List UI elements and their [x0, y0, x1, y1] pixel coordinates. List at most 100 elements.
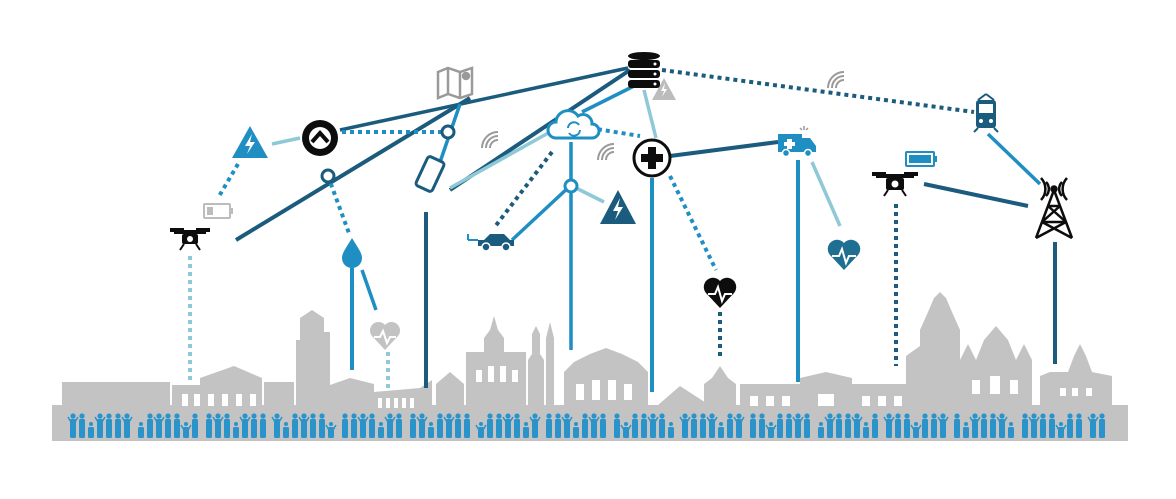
wifi-icon: [597, 143, 615, 161]
heart-pulse-icon: [827, 239, 861, 270]
person-figure: [910, 422, 922, 438]
person-figure: [351, 413, 357, 438]
person-figure: [1067, 413, 1073, 438]
person-figure: [121, 413, 133, 438]
link-drone-to-map: [234, 96, 472, 242]
person-figure: [233, 422, 239, 438]
person-figure: [706, 413, 718, 438]
person-figure: [954, 413, 960, 438]
person-figure: [963, 422, 969, 438]
warning-icon: [232, 126, 268, 158]
person-figure: [310, 413, 316, 438]
person-figure: [1099, 413, 1105, 438]
person-figure: [416, 413, 428, 438]
person-figure: [271, 413, 283, 438]
person-figure: [561, 413, 573, 438]
person-figure: [733, 413, 745, 438]
ambulance-icon: [778, 126, 816, 158]
person-figure: [378, 422, 384, 438]
wifi-icon: [827, 71, 845, 89]
person-figure: [298, 413, 310, 438]
link-junction-to-car: [510, 184, 572, 242]
person-figure: [94, 413, 106, 438]
person-figure: [239, 413, 251, 438]
person-figure: [895, 413, 901, 438]
warning-icon: [652, 78, 676, 100]
link-cross-to-ambulance: [669, 140, 779, 158]
person-figure: [872, 413, 878, 438]
person-figure: [931, 413, 937, 438]
drone-icon: [170, 228, 210, 251]
link-drone2-to-tower: [923, 182, 1029, 208]
person-figure: [88, 422, 94, 438]
junction-node-hub: [320, 168, 336, 184]
person-figure: [1055, 422, 1067, 438]
person-figure: [679, 413, 691, 438]
warning-icon: [600, 190, 636, 224]
person-figure: [727, 413, 733, 438]
link-phone-to-cloud: [449, 130, 551, 190]
person-figure: [765, 422, 777, 438]
junction-node-map: [440, 124, 456, 140]
person-figure: [192, 413, 198, 438]
person-figure: [410, 413, 416, 438]
person-figure: [138, 422, 144, 438]
person-figure: [180, 422, 192, 438]
person-figure: [153, 413, 165, 438]
person-figure: [582, 413, 588, 438]
link-hub-to-water-dotted: [326, 175, 352, 237]
link-junction-to-warning: [575, 186, 605, 204]
link-database-to-cloud: [581, 84, 635, 114]
person-figure: [342, 413, 348, 438]
heart-pulse-icon: [703, 277, 737, 308]
person-figure: [464, 413, 470, 438]
link-water-to-heart: [360, 269, 378, 311]
person-figure: [319, 413, 325, 438]
person-figure: [147, 413, 153, 438]
person-figure: [863, 422, 869, 438]
person-figure: [502, 413, 514, 438]
radio-tower-icon: [1034, 177, 1074, 240]
person-figure: [700, 413, 706, 438]
junction-node-cloud: [563, 178, 579, 194]
person-figure: [750, 413, 756, 438]
person-figure: [325, 422, 337, 438]
person-figure: [546, 413, 552, 438]
wifi-icon: [481, 131, 499, 149]
network-nodes: [320, 124, 579, 194]
link-warning-to-hub: [271, 136, 301, 146]
person-figure: [283, 422, 289, 438]
person-figure: [981, 413, 987, 438]
link-tram-to-tower: [986, 132, 1042, 186]
person-figure: [1022, 413, 1028, 438]
database-icon: [628, 52, 660, 88]
person-figure: [1049, 413, 1055, 438]
people-row: [67, 413, 1105, 438]
person-figure: [79, 413, 85, 438]
person-figure: [384, 413, 396, 438]
person-figure: [165, 413, 171, 438]
person-figure: [996, 413, 1008, 438]
person-figure: [600, 413, 606, 438]
medical-cross-icon: [632, 138, 672, 178]
person-figure: [937, 413, 949, 438]
smartphone-icon: [414, 155, 446, 193]
person-figure: [115, 413, 121, 438]
person-figure: [573, 422, 579, 438]
person-figure: [206, 413, 212, 438]
person-figure: [212, 413, 224, 438]
person-figure: [475, 422, 487, 438]
person-figure: [396, 413, 402, 438]
person-figure: [759, 413, 765, 438]
electric-car-icon: [467, 234, 514, 252]
map-icon: [436, 66, 474, 100]
person-figure: [487, 413, 493, 438]
heart-pulse-icon: [369, 321, 401, 350]
person-figure: [1040, 413, 1046, 438]
person-figure: [632, 413, 638, 438]
person-figure: [614, 413, 620, 438]
person-figure: [514, 413, 520, 438]
person-figure: [836, 413, 842, 438]
person-figure: [292, 413, 298, 438]
person-figure: [969, 413, 981, 438]
